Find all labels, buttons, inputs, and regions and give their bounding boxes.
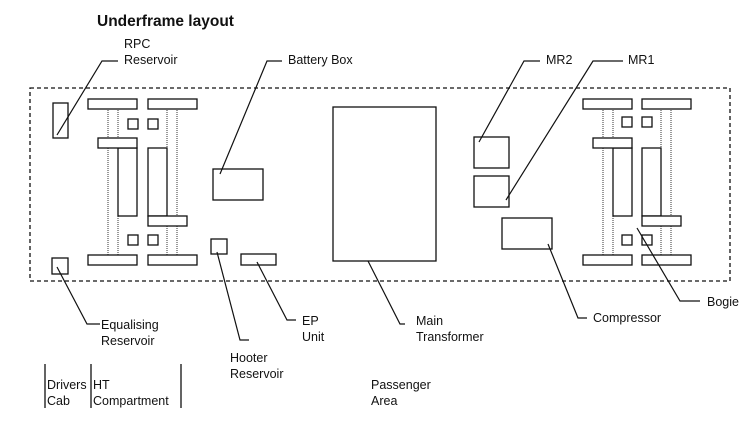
label-line: Reservoir [101, 334, 155, 348]
leader-mr1 [505, 60, 623, 201]
label-line: Cab [47, 394, 70, 408]
label-rpc-reservoir: RPC Reservoir [124, 37, 178, 67]
cross-bar [147, 215, 188, 227]
label-line: Passenger [371, 378, 431, 392]
leader-battery-box [219, 60, 282, 175]
diagram-title: Underframe layout [97, 13, 234, 30]
cross-bar [592, 137, 633, 149]
label-line: RPC [124, 37, 150, 51]
leader-ep-unit [256, 261, 296, 321]
label-line: EP [302, 314, 319, 328]
label-line: Hooter [230, 351, 268, 365]
label-line: Transformer [416, 330, 484, 344]
side-frame [641, 147, 662, 217]
side-frame [117, 147, 138, 217]
label-line: Main [416, 314, 443, 328]
wheel-bar [147, 98, 198, 110]
label-mr1: MR1 [628, 53, 654, 67]
section-ht-compartment: HT Compartment [93, 378, 169, 408]
wheel-bar [87, 98, 138, 110]
label-line: Reservoir [124, 53, 178, 67]
hooter-reservoir-box [210, 238, 228, 255]
label-mr2: MR2 [546, 53, 572, 67]
small-square [127, 118, 139, 130]
label-battery-box: Battery Box [288, 53, 353, 67]
cross-bar [641, 215, 682, 227]
label-line: Equalising [101, 318, 159, 332]
leader-mr2 [478, 60, 540, 143]
section-drivers-cab: Drivers Cab [47, 378, 87, 408]
section-passenger-area: Passenger Area [371, 378, 431, 408]
right-bogie [582, 98, 692, 266]
label-equalising-reservoir: Equalising Reservoir [101, 318, 159, 348]
label-ep-unit: EP Unit [302, 314, 325, 344]
small-square [127, 234, 139, 246]
leader-hooter-reservoir [216, 251, 249, 341]
label-line: Drivers [47, 378, 87, 392]
battery-box [212, 168, 264, 201]
equalising-reservoir-box [51, 257, 69, 275]
wheel-bar [641, 98, 692, 110]
mr2-box [473, 136, 510, 169]
label-compressor: Compressor [593, 311, 661, 325]
label-bogie: Bogie [707, 295, 739, 309]
label-main-transformer: Main Transformer [416, 314, 484, 344]
small-square [147, 234, 159, 246]
small-square [621, 116, 633, 128]
ep-unit-box [240, 253, 277, 266]
left-bogie [87, 98, 198, 266]
leader-rpc-reservoir [56, 60, 118, 136]
small-square [641, 116, 653, 128]
main-transformer-box [332, 106, 437, 262]
side-frame [612, 147, 633, 217]
label-line: Unit [302, 330, 325, 344]
side-frame [147, 147, 168, 217]
wheel-bar [582, 98, 633, 110]
rpc-reservoir-box [52, 102, 69, 139]
wheel-bar [87, 254, 138, 266]
leader-bogie [636, 227, 700, 302]
leader-main-transformer [367, 260, 405, 325]
leader-equalising-reservoir [56, 266, 100, 325]
label-line: Compartment [93, 394, 169, 408]
label-line: HT [93, 378, 110, 392]
underframe-outline [29, 87, 731, 282]
mr1-box [473, 175, 510, 208]
wheel-bar [641, 254, 692, 266]
compressor-box [501, 217, 553, 250]
label-line: Reservoir [230, 367, 284, 381]
leader-compressor [547, 243, 587, 319]
small-square [621, 234, 633, 246]
label-line: Area [371, 394, 397, 408]
wheel-bar [147, 254, 198, 266]
cross-bar [97, 137, 138, 149]
wheel-bar [582, 254, 633, 266]
small-square [147, 118, 159, 130]
label-hooter-reservoir: Hooter Reservoir [230, 351, 284, 381]
